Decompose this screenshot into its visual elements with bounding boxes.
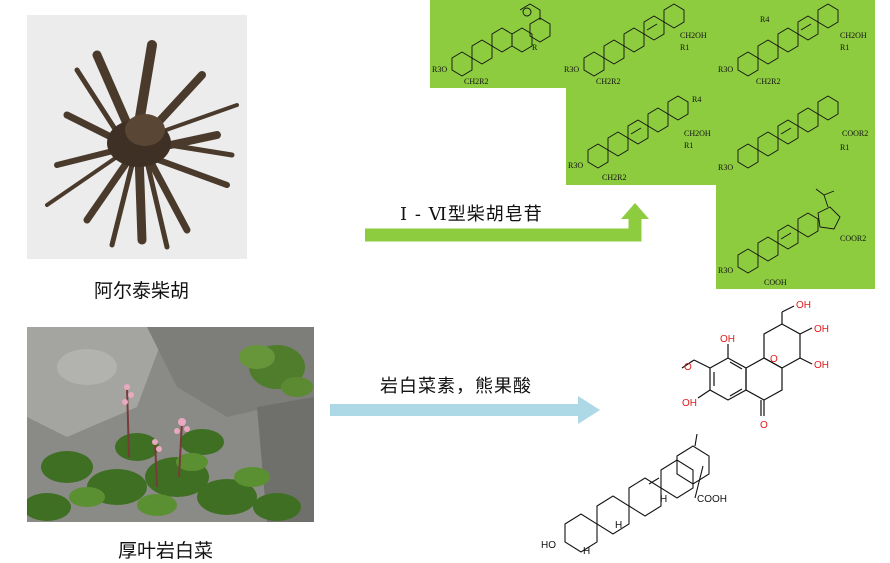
svg-text:O: O (760, 420, 768, 431)
svg-text:R4: R4 (692, 95, 701, 104)
svg-text:R1: R1 (840, 43, 849, 52)
svg-text:CH2R2: CH2R2 (464, 77, 488, 86)
saikosaponin-structure-4: R4 CH2OH R1 R3O CH2R2 (566, 88, 716, 185)
svg-text:R1: R1 (680, 43, 689, 52)
svg-text:R4: R4 (760, 15, 769, 24)
svg-text:O: O (770, 354, 778, 365)
svg-text:R3O: R3O (432, 65, 447, 74)
bergenia-plant-photo (27, 327, 314, 522)
svg-text:H: H (583, 546, 590, 557)
saponin-panel-row3 (716, 185, 875, 289)
svg-text:R: R (532, 43, 538, 52)
svg-text:O: O (684, 362, 692, 373)
saikosaponin-structure-5: COOR2 R1 R3O (716, 88, 876, 185)
svg-text:COOH: COOH (697, 494, 727, 505)
bergenin-structure: OH OH OH OH OH O O O (660, 298, 840, 448)
svg-text:CH2R2: CH2R2 (756, 77, 780, 86)
svg-text:CH2OH: CH2OH (684, 129, 711, 138)
svg-text:CH2OH: CH2OH (840, 31, 867, 40)
svg-text:R3O: R3O (718, 266, 733, 275)
saikosaponin-arrow-label: I - Ⅵ型柴胡皂苷 (400, 204, 543, 225)
svg-text:R3O: R3O (568, 161, 583, 170)
saikosaponin-structure-2: CH2OH R1 R3O CH2R2 (562, 0, 712, 88)
svg-text:CH2OH: CH2OH (680, 31, 707, 40)
svg-text:R1: R1 (840, 143, 849, 152)
svg-text:R3O: R3O (718, 65, 733, 74)
svg-text:OH: OH (814, 360, 829, 371)
svg-text:CH2R2: CH2R2 (596, 77, 620, 86)
saikosaponin-structure-1: R R3O CH2R2 (430, 0, 570, 88)
bergenia-caption: 厚叶岩白菜 (118, 540, 214, 562)
svg-text:H: H (660, 494, 667, 505)
bupleurum-caption: 阿尔泰柴胡 (94, 280, 190, 302)
saponin-panel-row2 (566, 88, 875, 185)
svg-text:R3O: R3O (718, 163, 733, 172)
saikosaponin-structure-3: R4 CH2OH R1 R3O CH2R2 (716, 0, 876, 88)
svg-text:OH: OH (682, 398, 697, 409)
svg-text:OH: OH (720, 334, 735, 345)
green-arrow (365, 203, 649, 242)
svg-text:HO: HO (541, 540, 556, 551)
svg-text:OH: OH (796, 300, 811, 311)
svg-text:H: H (615, 520, 622, 531)
bupleurum-root-photo (27, 15, 247, 259)
svg-text:R3O: R3O (564, 65, 579, 74)
bergenin-arrow-label: 岩白菜素，熊果酸 (380, 376, 532, 397)
svg-text:COOR2: COOR2 (842, 129, 868, 138)
svg-text:R1: R1 (684, 141, 693, 150)
svg-text:COOR2: COOR2 (840, 234, 866, 243)
svg-text:CH2R2: CH2R2 (602, 173, 626, 182)
saikosaponin-structure-6: COOR2 R3O COOH (716, 185, 876, 289)
svg-text:OH: OH (814, 324, 829, 335)
svg-text:COOH: COOH (764, 278, 787, 287)
ursolic-acid-structure: COOH HO H H H (535, 432, 735, 559)
saponin-panel-row1 (430, 0, 875, 88)
blue-arrow (330, 396, 600, 424)
